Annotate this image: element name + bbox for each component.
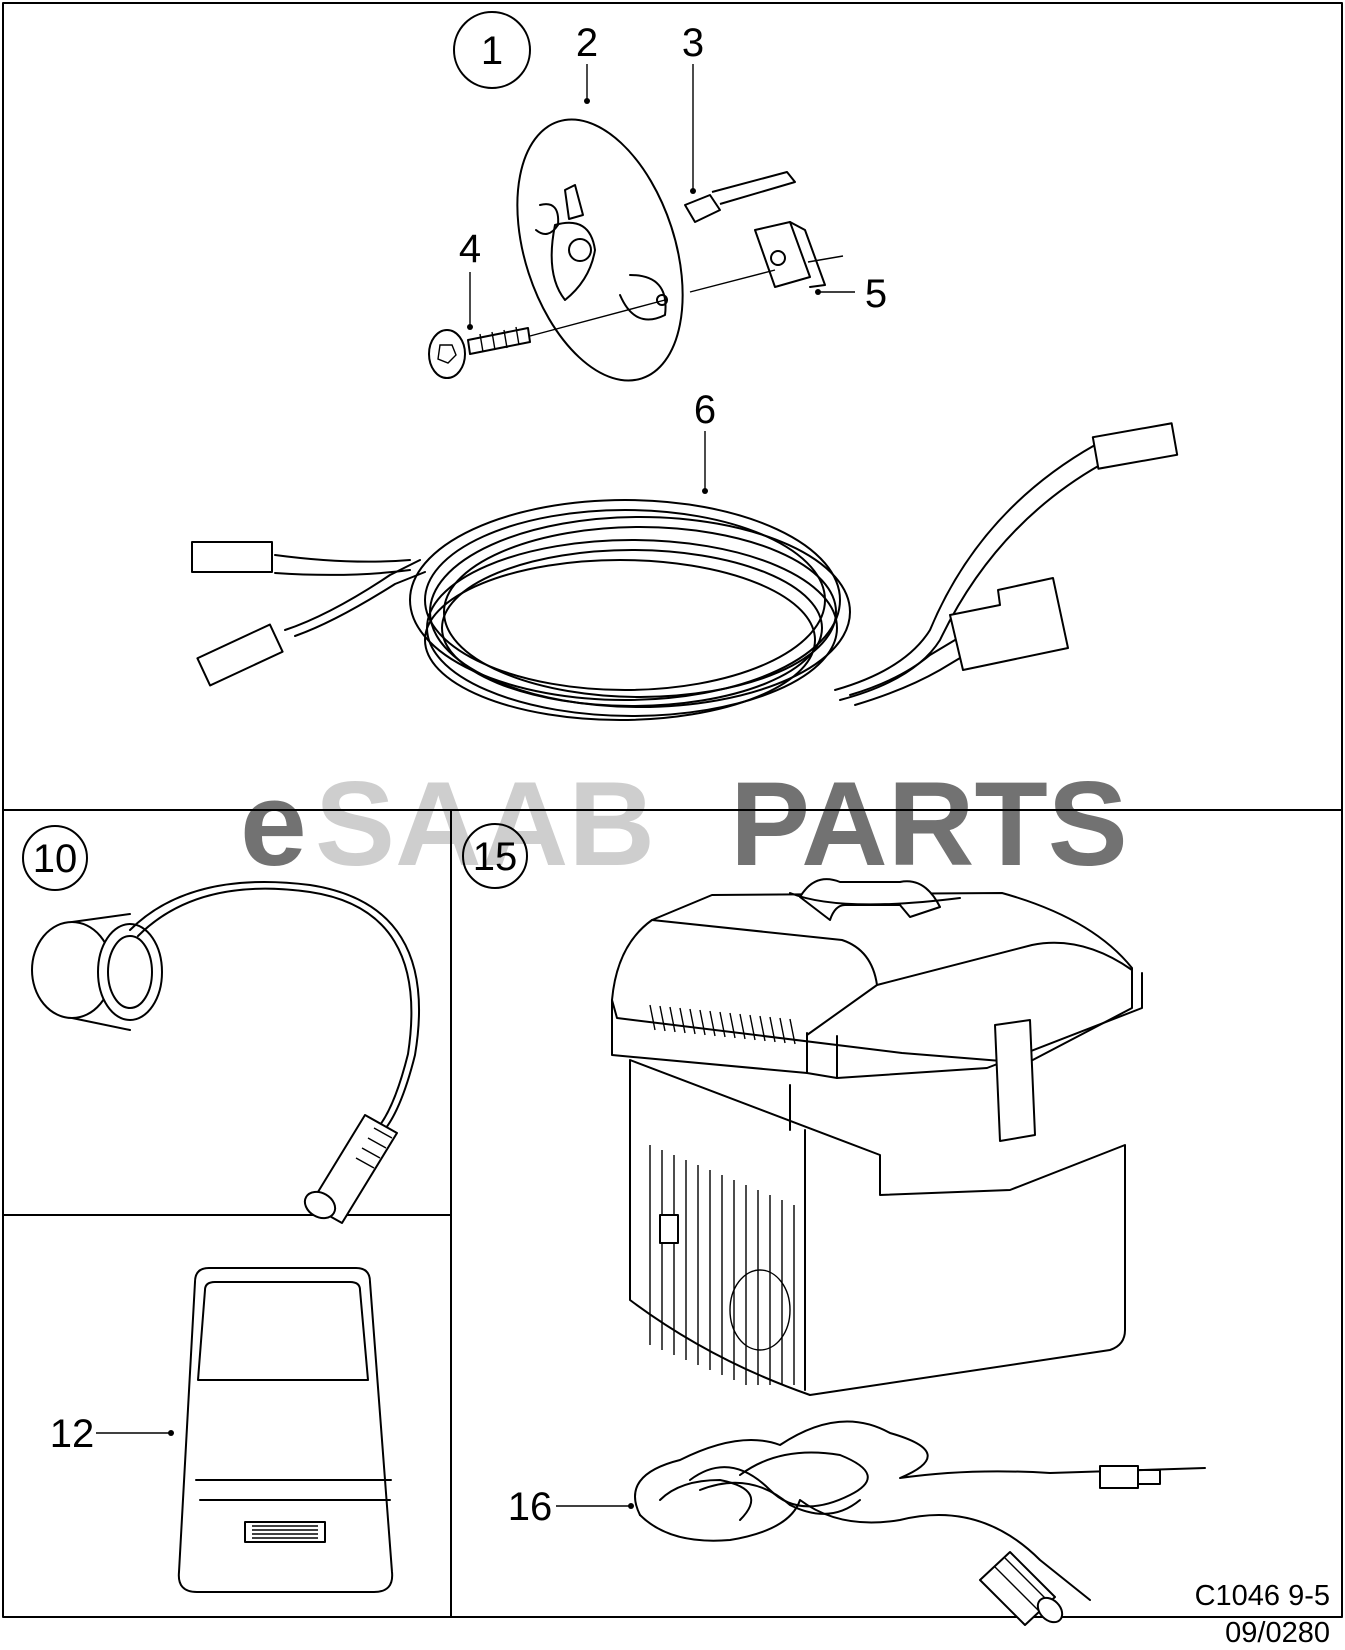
cable-coil xyxy=(409,499,851,721)
mounting-stud xyxy=(684,171,796,223)
connector-right-1 xyxy=(1091,422,1179,470)
wiring-harness: 6 xyxy=(191,388,1179,721)
mounting-disc xyxy=(516,118,684,382)
assembly-line-screw xyxy=(529,299,666,337)
leader-16-dot xyxy=(628,1503,634,1509)
connector-left-1 xyxy=(191,541,273,573)
connector-right-2 xyxy=(949,577,1069,671)
panel-15-cooler-box: 15 xyxy=(462,823,1206,1626)
callout-15-circle xyxy=(462,823,528,889)
cooler-box xyxy=(611,878,1143,1396)
leader-6-dot xyxy=(702,488,708,494)
leader-2-dot xyxy=(584,98,590,104)
callout-5: 5 xyxy=(865,272,887,316)
callout-4: 4 xyxy=(459,227,481,271)
panel-12-holder: 12 xyxy=(50,1267,394,1593)
sheet-code: 09/0280 xyxy=(1225,1617,1330,1649)
cord-end-plug xyxy=(1099,1465,1139,1489)
callout-6: 6 xyxy=(694,388,716,432)
leader-12-dot xyxy=(168,1430,174,1436)
cigarette-plug xyxy=(979,1551,1064,1626)
panel-frames xyxy=(2,2,1343,1618)
callout-16: 16 xyxy=(508,1485,553,1529)
assembly-line-clip xyxy=(689,269,776,293)
callout-2: 2 xyxy=(576,21,598,65)
clip-nut xyxy=(754,221,826,288)
side-grill xyxy=(649,1145,795,1385)
assembly-line-clip-2 xyxy=(807,255,844,263)
plug xyxy=(303,1114,398,1224)
socket xyxy=(31,913,163,1031)
screw xyxy=(428,326,531,379)
holder-body xyxy=(177,1267,394,1593)
lid-strap xyxy=(994,1019,1036,1142)
watermark-prefix: e xyxy=(240,757,307,891)
leader-4-dot xyxy=(467,324,473,330)
leader-3-dot xyxy=(690,188,696,194)
callout-12: 12 xyxy=(50,1412,95,1456)
leader-5-dot xyxy=(815,289,821,295)
power-cord: 16 xyxy=(508,1420,1206,1626)
socket-cable xyxy=(129,881,420,1136)
panel-1-mounting-kit: 1 2 3 4 5 xyxy=(428,11,887,382)
panel-10-power-socket: 10 xyxy=(22,825,420,1224)
watermark-middle: SAAB xyxy=(315,757,655,891)
callout-1: 1 xyxy=(481,29,503,73)
lid-vents xyxy=(649,1004,796,1045)
esaabparts-watermark: e SAAB PARTS xyxy=(240,757,1128,891)
drawing-code: C1046 9-5 xyxy=(1195,1580,1330,1612)
callout-3: 3 xyxy=(682,21,704,65)
watermark-suffix: PARTS xyxy=(730,757,1128,891)
callout-10-circle xyxy=(22,825,88,891)
callout-1-circle xyxy=(453,11,531,89)
connector-left-2 xyxy=(196,623,284,687)
callout-10: 10 xyxy=(33,837,78,881)
callout-15: 15 xyxy=(473,835,518,879)
